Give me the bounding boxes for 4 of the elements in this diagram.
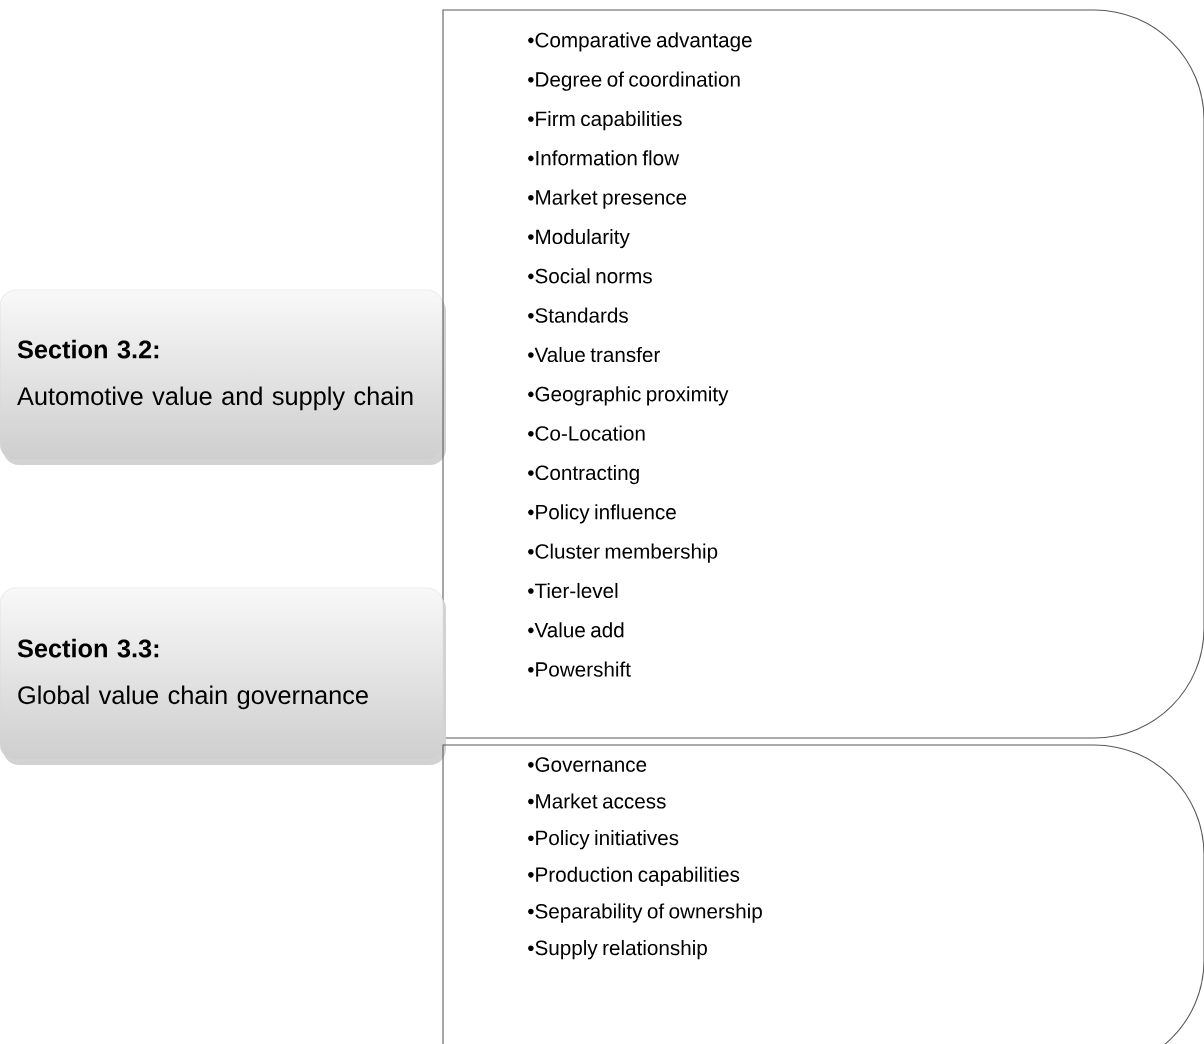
section-box: Section 3.2: Automotive value and supply chain (0, 289, 446, 465)
section-box: Section 3.3: Global value chain governance (0, 587, 446, 765)
bullet-list-panel: •Comparative advantage •Degree of coordination •Firm capabilities •Information flow •Market presence •Modularity •Social norms •Standards •Value transfer •Geographic proximity •Co-Location •Contracting •Policy influence •Cluster membership •Tier-level •Value add •Powershift (442, 9, 1204, 739)
bullet-list-panel: •Governance •Market access •Policy initiatives •Production capabilities •Separability of ownership •Supply relationship (442, 744, 1204, 1044)
